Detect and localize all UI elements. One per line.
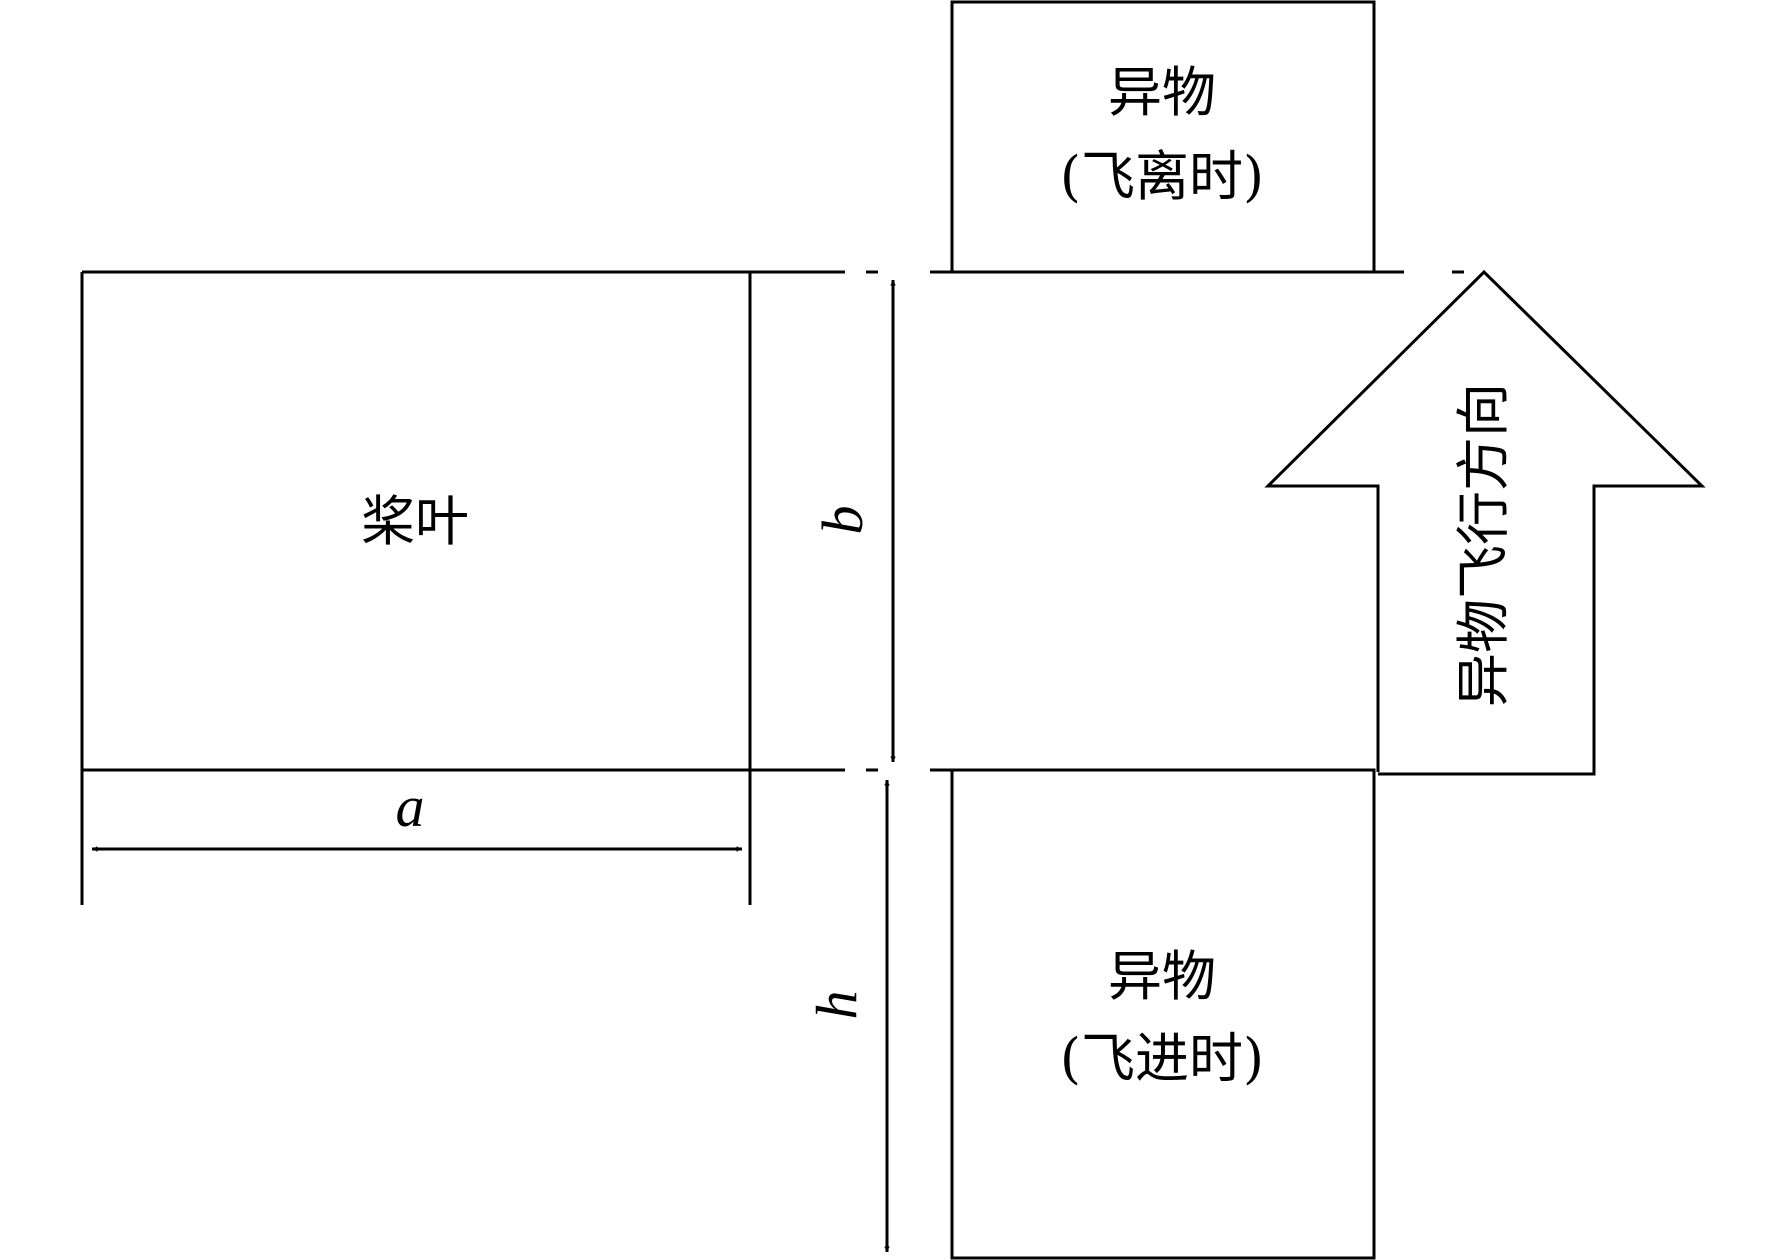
object-enter-sublabel: (飞进时) (1060, 1027, 1264, 1090)
dimension-b-label: b (810, 506, 875, 535)
dimension-h-label: h (804, 991, 869, 1020)
blade-label: 桨叶 (361, 490, 469, 553)
flight-direction-label: 异物飞行方向 (1452, 383, 1515, 707)
dimension-a-label: a (396, 774, 425, 839)
object-exit-box (950, 0, 1376, 274)
object-exit-label: 异物 (1108, 61, 1216, 124)
object-enter-box (950, 768, 1376, 1260)
blade-rect (80, 270, 752, 905)
object-exit-sublabel: (飞离时) (1060, 145, 1264, 208)
object-enter-label: 异物 (1108, 945, 1216, 1008)
flight-direction-arrow (1264, 269, 1706, 776)
